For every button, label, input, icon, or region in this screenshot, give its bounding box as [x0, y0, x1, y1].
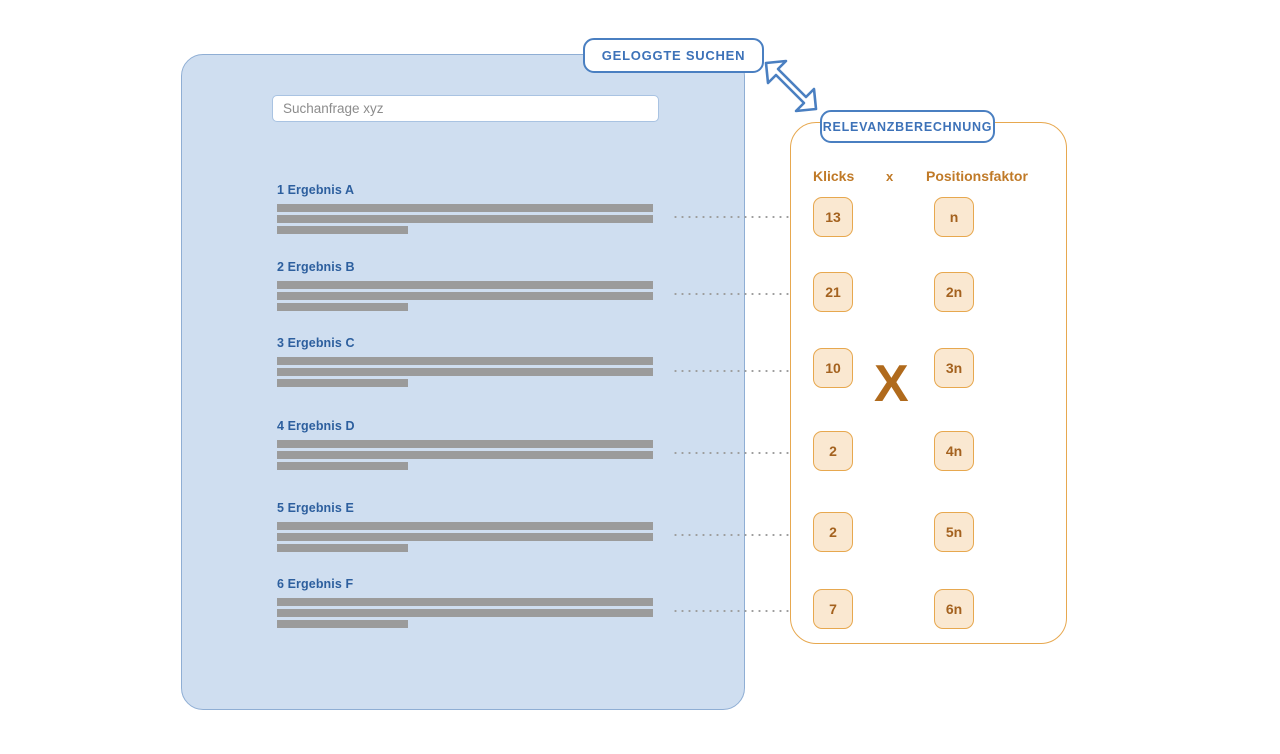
result-text-placeholder-bar [277, 620, 408, 628]
column-header-position-factor: Positionsfaktor [926, 168, 1028, 184]
result-text-placeholder-bar [277, 462, 408, 470]
result-text-placeholder-bar [277, 226, 408, 234]
clicks-value-box[interactable]: 7 [813, 589, 853, 629]
arrow-down-right-icon [762, 45, 832, 115]
position-factor-value-box[interactable]: 4n [934, 431, 974, 471]
search-result-item[interactable]: 1 Ergebnis A [277, 183, 653, 234]
result-title: 5 Ergebnis E [277, 501, 354, 515]
search-result-item[interactable]: 5 Ergebnis E [277, 501, 653, 552]
result-text-placeholder-bar [277, 609, 653, 617]
search-result-item[interactable]: 6 Ergebnis F [277, 577, 653, 628]
result-text-placeholder-bar [277, 204, 653, 212]
result-title: 4 Ergebnis D [277, 419, 355, 433]
multiply-symbol: X [874, 355, 909, 413]
position-factor-value-box[interactable]: 2n [934, 272, 974, 312]
position-factor-value-box[interactable]: 6n [934, 589, 974, 629]
result-text-placeholder-bar [277, 598, 653, 606]
search-results-panel: Suchanfrage xyz 1 Ergebnis A 2 Ergebnis … [181, 54, 745, 710]
search-input[interactable]: Suchanfrage xyz [272, 95, 659, 122]
result-text-placeholder-bar [277, 292, 653, 300]
clicks-value-box[interactable]: 2 [813, 512, 853, 552]
result-text-placeholder-bar [277, 451, 653, 459]
result-title: 6 Ergebnis F [277, 577, 354, 591]
clicks-value-box[interactable]: 13 [813, 197, 853, 237]
connector-line [672, 370, 806, 372]
position-factor-value-box[interactable]: 3n [934, 348, 974, 388]
result-text-placeholder-bar [277, 440, 653, 448]
result-text-placeholder-bar [277, 368, 653, 376]
result-text-placeholder-bar [277, 215, 653, 223]
connector-line [672, 216, 806, 218]
result-text-placeholder-bar [277, 357, 653, 365]
result-text-placeholder-bar [277, 303, 408, 311]
position-factor-value-box[interactable]: 5n [934, 512, 974, 552]
result-text-placeholder-bar [277, 544, 408, 552]
clicks-value-box[interactable]: 21 [813, 272, 853, 312]
position-factor-value-box[interactable]: n [934, 197, 974, 237]
callout-logged-searches: GELOGGTE SUCHEN [583, 38, 764, 73]
result-title: 1 Ergebnis A [277, 183, 355, 197]
result-text-placeholder-bar [277, 379, 408, 387]
result-text-placeholder-bar [277, 522, 653, 530]
clicks-value-box[interactable]: 2 [813, 431, 853, 471]
search-result-item[interactable]: 3 Ergebnis C [277, 336, 653, 387]
result-text-placeholder-bar [277, 533, 653, 541]
connector-line [672, 452, 806, 454]
connector-line [672, 534, 806, 536]
callout-relevance-calculation: RELEVANZBERECHNUNG [820, 110, 995, 143]
result-title: 3 Ergebnis C [277, 336, 355, 350]
column-header-clicks: Klicks [813, 168, 855, 184]
connector-line [672, 610, 806, 612]
result-text-placeholder-bar [277, 281, 653, 289]
search-result-item[interactable]: 4 Ergebnis D [277, 419, 653, 470]
clicks-value-box[interactable]: 10 [813, 348, 853, 388]
search-result-item[interactable]: 2 Ergebnis B [277, 260, 653, 311]
connector-line [672, 293, 806, 295]
column-header-operator: x [886, 169, 894, 184]
result-title: 2 Ergebnis B [277, 260, 355, 274]
